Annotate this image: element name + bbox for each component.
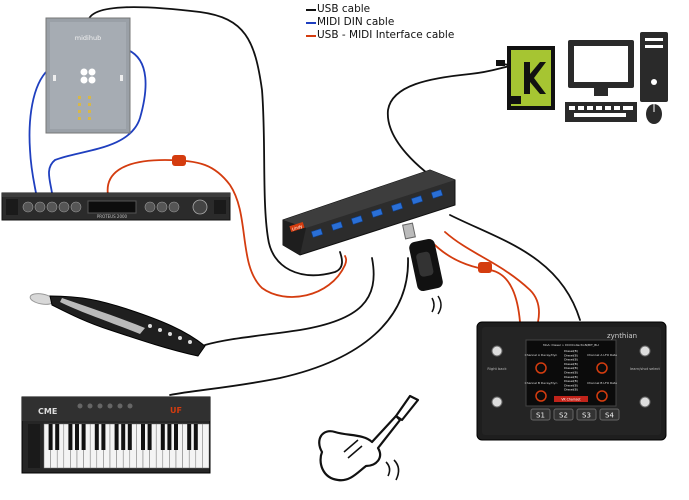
black-key — [94, 424, 99, 450]
midi-interface-dongle — [172, 155, 186, 166]
zynthian-button-s4[interactable]: S4 — [605, 412, 614, 420]
black-key — [81, 424, 86, 450]
zynthian-screen-row: Diesel(B) — [564, 366, 578, 370]
black-key — [127, 424, 132, 450]
white-keys — [43, 423, 210, 469]
midi-din-cable-in — [28, 69, 49, 194]
black-key — [141, 424, 145, 450]
black-key — [55, 424, 60, 450]
legend-label-usb-midi: USB - MIDI Interface cable — [317, 29, 455, 41]
black-keys — [48, 424, 198, 450]
zynthian-screen-row: Diesel(B) — [564, 353, 578, 357]
black-key — [121, 424, 126, 450]
zynthian-left-top-label: Channel A Decay/Dyn — [525, 353, 558, 357]
zynthian-screen-row: Diesel(B) — [564, 371, 578, 375]
black-key — [68, 424, 73, 450]
zynthian-device: zynthian Right back learn/shot select Mo… — [476, 321, 667, 441]
zynthian-screen-row: Diesel(B) — [564, 362, 578, 366]
zynthian-screen-row: Diesel(B) — [564, 375, 578, 379]
black-key — [160, 424, 165, 450]
black-key — [101, 424, 106, 450]
usb-midi-cable-synth — [106, 159, 348, 298]
cables — [28, 6, 581, 396]
zynthian-side-left-label: Right back — [487, 367, 507, 371]
zynthian-selected-row: VK Chainset — [561, 398, 581, 402]
zynthian-screen-row: Diesel(B) — [564, 379, 578, 383]
black-key — [167, 424, 172, 450]
legend-label-midi-din: MIDI DIN cable — [317, 16, 395, 28]
synth-module-label: PROTEUS 2000 — [97, 214, 128, 219]
usb-midi-cable-zynthian-2 — [444, 231, 540, 323]
usb-hub-device: Lindy — [282, 169, 456, 256]
keyboard-model-label: UF — [170, 406, 182, 415]
zynthian-side-right-label: learn/shot select — [630, 367, 660, 371]
legend-item-usb-midi: USB - MIDI Interface cable — [270, 29, 510, 42]
keyboard-brand-label: CME — [38, 407, 57, 416]
zynthian-screen-row: Diesel(B) — [564, 383, 578, 387]
legend-label-usb: USB cable — [317, 3, 371, 15]
black-key — [48, 424, 53, 450]
black-key — [174, 424, 178, 450]
white-key — [202, 423, 210, 469]
usb-cable-midihub-hub — [87, 6, 343, 277]
computer-device — [496, 32, 668, 124]
zynthian-button-s3[interactable]: S3 — [582, 412, 591, 420]
black-key — [75, 424, 79, 450]
black-key — [187, 424, 192, 450]
midi-interface-dongle-2 — [478, 262, 492, 273]
black-key — [114, 424, 119, 450]
midihub-label: midihub — [75, 34, 101, 42]
black-key — [193, 424, 198, 450]
legend-item-usb: USB cable — [270, 3, 510, 16]
usb-cable-hub-keyboard — [169, 257, 409, 396]
midi-din-cable-out — [48, 49, 147, 194]
usb-cable-hub-wind — [204, 257, 375, 346]
legend-swatch-midi-din — [306, 22, 316, 24]
zynthian-buttons: S1 S2 S3 S4 — [530, 408, 620, 421]
usb-flash-drive — [402, 222, 443, 315]
usb-cable-hub-zynthian — [449, 214, 581, 321]
legend-swatch-usb — [306, 9, 316, 11]
legend-swatch-usb-midi — [306, 35, 316, 37]
zynthian-screen-header: MoA: Diesel > DCDCollectioN/BIT_BLI — [543, 343, 599, 347]
zynthian-screen-row: Diesel(B) — [564, 349, 578, 353]
zynthian-button-s2[interactable]: S2 — [559, 412, 568, 420]
zynthian-screen-row: Diesel(B) — [564, 358, 578, 362]
zynthian-left-bottom-label: Channel B Decay/Dyn — [525, 381, 558, 385]
zynthian-label: zynthian — [607, 332, 637, 340]
wind-controller-device — [29, 293, 206, 357]
legend-item-midi-din: MIDI DIN cable — [270, 16, 510, 29]
zynthian-button-s1[interactable]: S1 — [536, 412, 545, 420]
zynthian-right-top-label: Channel A LFO Rate — [587, 353, 617, 357]
synth-module-device: PROTEUS 2000 — [1, 192, 231, 221]
cable-legend: USB cable MIDI DIN cable USB - MIDI Inte… — [270, 3, 510, 42]
zynthian-right-bottom-label: Channel B LFO Rate — [587, 381, 617, 385]
usb-cable-hub-computer — [387, 65, 511, 189]
midihub-device: midihub — [45, 17, 131, 134]
midi-keyboard-device: CME UF — [21, 396, 211, 474]
electric-guitar-icon — [318, 394, 420, 482]
zynthian-screen-row: Diesel(B) — [564, 388, 578, 392]
zynthian-screen-list: Diesel(B)Diesel(B)Diesel(B)Diesel(B)Dies… — [564, 349, 578, 392]
usb-hub-label: Lindy — [291, 223, 303, 231]
black-key — [147, 424, 152, 450]
